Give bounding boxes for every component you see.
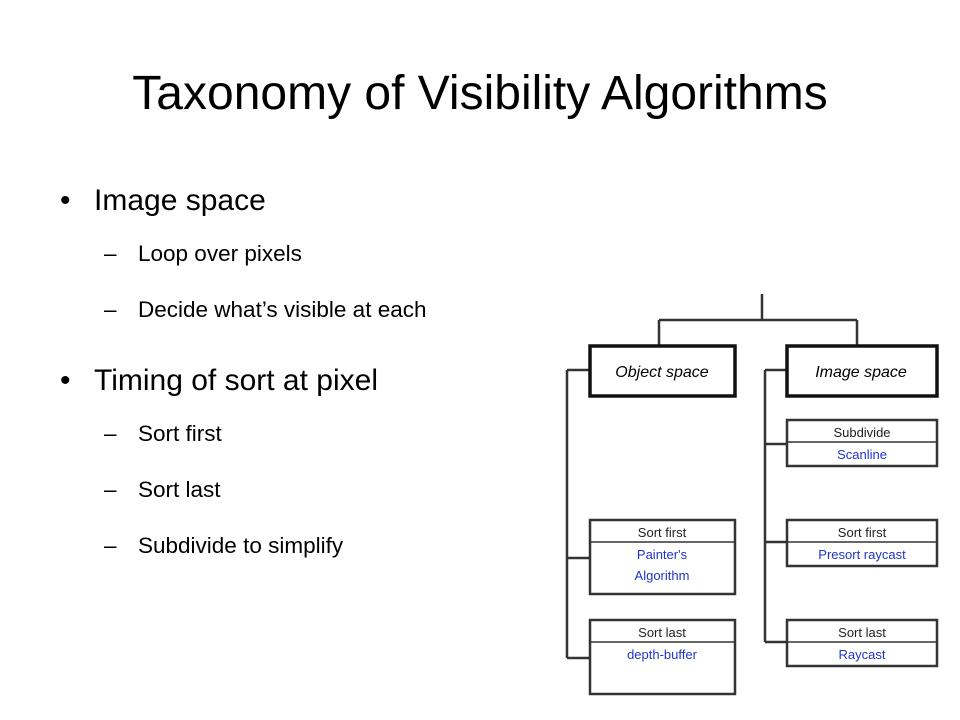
taxonomy-diagram: Object space Image space Sort first Pain… xyxy=(555,292,960,720)
sub-bullet: – Sort last xyxy=(60,462,427,518)
node-value: depth-buffer xyxy=(627,647,698,662)
sub-bullet-text: Sort first xyxy=(138,421,222,446)
object-space-node: Object space xyxy=(588,344,737,398)
dash-icon: – xyxy=(104,241,117,266)
dash-icon: – xyxy=(104,297,117,322)
sub-bullet: – Sort first xyxy=(60,406,427,462)
image-space-box xyxy=(785,344,939,398)
bullet-icon: • xyxy=(60,184,71,217)
node-label: Subdivide xyxy=(833,425,890,440)
node-label: Sort first xyxy=(638,525,687,540)
node-value: Painter's xyxy=(637,547,688,562)
node-box xyxy=(785,418,939,468)
object-space-box xyxy=(588,344,737,398)
sub-bullet: – Loop over pixels xyxy=(60,226,427,282)
object-sort-last-node: Sort last depth-buffer xyxy=(588,618,737,696)
object-space-label: Object space xyxy=(615,364,708,381)
node-box xyxy=(588,518,737,596)
image-sort-first-node: Sort first Presort raycast xyxy=(785,518,939,568)
bullet-text: Timing of sort at pixel xyxy=(94,364,378,397)
node-box xyxy=(785,618,939,668)
dash-icon: – xyxy=(104,477,117,502)
connector-lines xyxy=(565,294,859,660)
bullet-image-space: • Image space xyxy=(60,176,427,226)
node-value: Algorithm xyxy=(635,568,690,583)
image-subdivide-node: Subdivide Scanline xyxy=(785,418,939,468)
object-sort-first-node: Sort first Painter's Algorithm xyxy=(588,518,737,596)
bullet-timing-of-sort: • Timing of sort at pixel xyxy=(60,356,427,406)
node-value: Presort raycast xyxy=(818,547,906,562)
sub-bullet-text: Subdivide to simplify xyxy=(138,533,344,558)
bullet-text: Image space xyxy=(94,184,266,217)
image-space-label: Image space xyxy=(815,364,907,381)
node-value: Raycast xyxy=(839,647,886,662)
sub-bullet-text: Loop over pixels xyxy=(138,241,302,266)
sub-bullet: – Decide what’s visible at each xyxy=(60,282,427,338)
node-value: Scanline xyxy=(837,447,887,462)
sub-bullet-text: Sort last xyxy=(138,477,221,502)
image-space-node: Image space xyxy=(785,344,939,398)
node-label: Sort last xyxy=(838,625,886,640)
node-label: Sort last xyxy=(638,625,686,640)
dash-icon: – xyxy=(104,421,117,446)
dash-icon: – xyxy=(104,533,117,558)
slide-title: Taxonomy of Visibility Algorithms xyxy=(132,67,828,120)
node-label: Sort first xyxy=(838,525,887,540)
bullet-icon: • xyxy=(60,364,71,397)
node-box xyxy=(588,618,737,696)
node-box xyxy=(785,518,939,568)
image-sort-last-node: Sort last Raycast xyxy=(785,618,939,668)
sub-bullet: – Subdivide to simplify xyxy=(60,518,427,574)
bullet-list: • Image space – Loop over pixels – Decid… xyxy=(60,176,427,574)
sub-bullet-text: Decide what’s visible at each xyxy=(138,297,427,322)
